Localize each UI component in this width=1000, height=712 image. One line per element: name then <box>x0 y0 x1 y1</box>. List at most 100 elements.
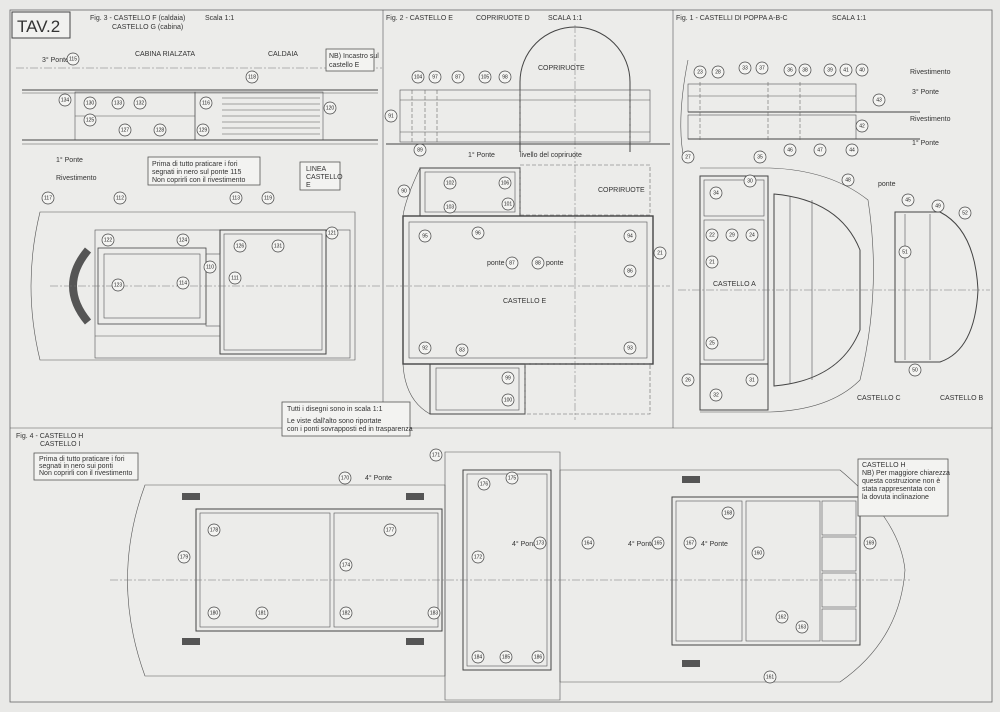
part-marker-circle <box>383 523 397 537</box>
part-marker-circle <box>841 173 855 187</box>
fig2-bottom-room-inner <box>435 367 520 411</box>
part-marker-f1-52: 52 <box>958 206 972 220</box>
fig2-top-room-inner <box>424 171 516 213</box>
part-marker-f1-43: 43 <box>872 93 886 107</box>
part-marker-f2-105: 105 <box>478 70 492 84</box>
part-marker-number: 41 <box>843 67 849 73</box>
part-marker-circle <box>196 123 210 137</box>
part-marker-circle <box>427 606 441 620</box>
fig2-deck1-label: 1° Ponte <box>468 151 495 159</box>
part-marker-number: 119 <box>264 195 272 201</box>
fig1-cladding-b: Rivestimento <box>910 116 951 123</box>
part-marker-number: 114 <box>179 280 187 286</box>
part-marker-circle <box>531 256 545 270</box>
part-marker-f1-25: 25 <box>705 336 719 350</box>
fig3-nb-line-1: NB) Incastro sul <box>329 53 379 60</box>
fig3-holes-line-2: segnati in nero sul ponte 115 <box>152 169 241 176</box>
part-marker-f4-184: 184 <box>471 650 485 664</box>
part-marker-f4-163: 163 <box>795 620 809 634</box>
part-marker-number: 120 <box>326 105 335 111</box>
fig3-line-box-3: E <box>306 182 311 189</box>
part-marker-circle <box>581 536 595 550</box>
part-marker-circle <box>855 119 869 133</box>
part-marker-circle <box>653 246 667 260</box>
fig4-h-note-3: questa costruzione non è <box>862 478 940 485</box>
part-marker-number: 178 <box>210 527 219 533</box>
part-marker-number: 49 <box>935 203 941 209</box>
part-marker-circle <box>41 191 55 205</box>
part-marker-f2-87: 87 <box>451 70 465 84</box>
part-marker-f3-134: 134 <box>58 93 72 107</box>
part-marker-circle <box>775 610 789 624</box>
part-marker-number: 96 <box>475 230 481 236</box>
part-marker-f2-100: 100 <box>501 393 515 407</box>
part-marker-f1-48: 48 <box>841 173 855 187</box>
part-marker-circle <box>813 143 827 157</box>
part-marker-circle <box>133 96 147 110</box>
fig2-title: Fig. 2 - CASTELLO E <box>386 15 453 22</box>
fig3-cabin-label: CABINA RIALZATA <box>135 51 195 58</box>
fig4-h-note-4: stata rappresentata con <box>862 486 936 493</box>
part-marker-f1-50: 50 <box>908 363 922 377</box>
fig4-group: Fig. 4 - CASTELLO H CASTELLO I Prima di … <box>16 433 950 701</box>
part-marker-f1-28: 28 <box>711 65 725 79</box>
part-marker-number: 22 <box>709 232 715 238</box>
part-marker-circle <box>745 373 759 387</box>
part-marker-f1-41: 41 <box>839 63 853 77</box>
part-marker-circle <box>418 341 432 355</box>
part-marker-number: 46 <box>787 147 793 153</box>
fig3-deck3-label: 3° Ponte <box>42 56 69 64</box>
part-marker-f1-32: 32 <box>709 388 723 402</box>
part-marker-circle <box>839 63 853 77</box>
fig3-group: Fig. 3 - CASTELLO F (caldaia) CASTELLO G… <box>16 15 382 361</box>
part-marker-circle <box>176 233 190 247</box>
fig4-h-note-2: NB) Per maggiore chiarezza <box>862 470 950 477</box>
fig4-holes-note-box <box>33 452 139 481</box>
part-marker-circle <box>683 536 697 550</box>
fig3-line-box <box>299 161 341 191</box>
part-marker-number: 99 <box>505 375 511 381</box>
part-marker-number: 182 <box>342 610 351 616</box>
part-marker-f4-176: 176 <box>477 477 491 491</box>
part-marker-number: 36 <box>787 67 793 73</box>
part-marker-number: 97 <box>432 74 438 80</box>
part-marker-f1-44: 44 <box>845 143 859 157</box>
part-marker-f1-45: 45 <box>901 193 915 207</box>
part-marker-circle <box>207 523 221 537</box>
part-marker-f1-26: 26 <box>681 373 695 387</box>
fig4-h-note-box <box>857 458 949 517</box>
part-marker-f1-22: 22 <box>705 228 719 242</box>
part-marker-circle <box>233 239 247 253</box>
part-marker-f2-102: 102 <box>443 176 457 190</box>
part-marker-f4-183: 183 <box>427 606 441 620</box>
fig1-group: Fig. 1 - CASTELLI DI POPPA A-B-C SCALA 1… <box>676 15 990 413</box>
part-marker-f3-126: 126 <box>233 239 247 253</box>
fig1-deck-label: ponte <box>878 181 896 188</box>
part-marker-f3-115: 115 <box>66 52 80 66</box>
part-marker-circle <box>153 123 167 137</box>
part-marker-circle <box>339 558 353 572</box>
part-marker-f4-171: 171 <box>429 448 443 462</box>
part-marker-number: 43 <box>876 97 882 103</box>
part-marker-f2-93: 93 <box>623 341 637 355</box>
part-marker-f3-123: 123 <box>111 278 125 292</box>
fig2-note-line-3: con i ponti sovrapposti ed in trasparenz… <box>287 426 413 433</box>
part-marker-number: 132 <box>136 100 145 106</box>
fig2-level-label: livello del copriruote <box>520 152 582 159</box>
fig3-holes-line-3: Non coprirli con il rivestimento <box>152 177 245 184</box>
part-marker-circle <box>261 191 275 205</box>
part-marker-f1-24: 24 <box>745 228 759 242</box>
part-marker-f1-46: 46 <box>783 143 797 157</box>
fig4-deck-outline-mid <box>444 451 561 701</box>
fig3-nb-note-box <box>325 48 375 72</box>
part-marker-circle <box>255 606 269 620</box>
part-marker-circle <box>207 606 221 620</box>
part-marker-f2-89: 89 <box>413 143 427 157</box>
part-marker-circle <box>478 70 492 84</box>
part-marker-f1-34: 34 <box>709 186 723 200</box>
part-marker-number: 129 <box>199 127 208 133</box>
part-marker-circle <box>411 70 425 84</box>
part-marker-circle <box>743 174 757 188</box>
